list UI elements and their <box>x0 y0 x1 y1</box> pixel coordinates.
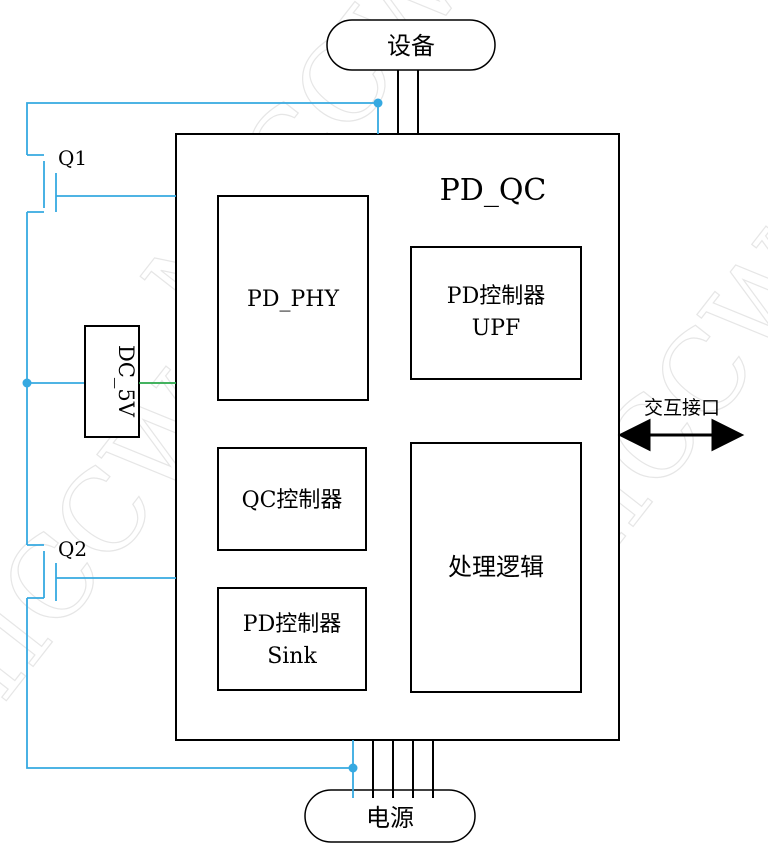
junction-dots <box>22 98 383 773</box>
qc-controller-block <box>217 447 367 551</box>
pd-controller-sink-block <box>217 587 367 691</box>
pd-qc-title: PD_QC <box>440 173 547 208</box>
power-label: 电源 <box>366 804 414 832</box>
device-terminal <box>326 19 496 71</box>
top-rail-wire <box>26 102 378 155</box>
junction-dot-mid <box>22 378 32 388</box>
pd-phy-label: PD_PHY <box>247 287 339 312</box>
device-label: 设备 <box>387 32 435 60</box>
data-bus-lines <box>372 70 434 798</box>
qc-controller-label: QC控制器 <box>242 488 343 513</box>
junction-dot-bottom <box>348 763 358 773</box>
power-terminal <box>304 789 476 843</box>
processing-logic-label: 处理逻辑 <box>448 553 544 581</box>
interface-label: 交互接口 <box>644 397 720 419</box>
q1-label: Q1 <box>58 146 87 170</box>
pd-phy-block <box>217 195 369 401</box>
pd-controller-upf-label-2: UPF <box>472 316 521 341</box>
pd-controller-sink-label-2: Sink <box>267 644 317 669</box>
processing-logic-block <box>410 442 582 693</box>
pd-controller-sink-label-1: PD控制器 <box>243 612 341 637</box>
q2-label: Q2 <box>58 537 87 561</box>
dc-5v-block <box>84 325 140 438</box>
pd-controller-upf-block <box>410 246 582 380</box>
junction-dot-top <box>373 98 383 108</box>
pd-controller-upf-label-1: PD控制器 <box>447 284 545 309</box>
dc-5v-label: DC_5V <box>114 345 138 418</box>
bottom-rail-wire <box>26 598 353 769</box>
